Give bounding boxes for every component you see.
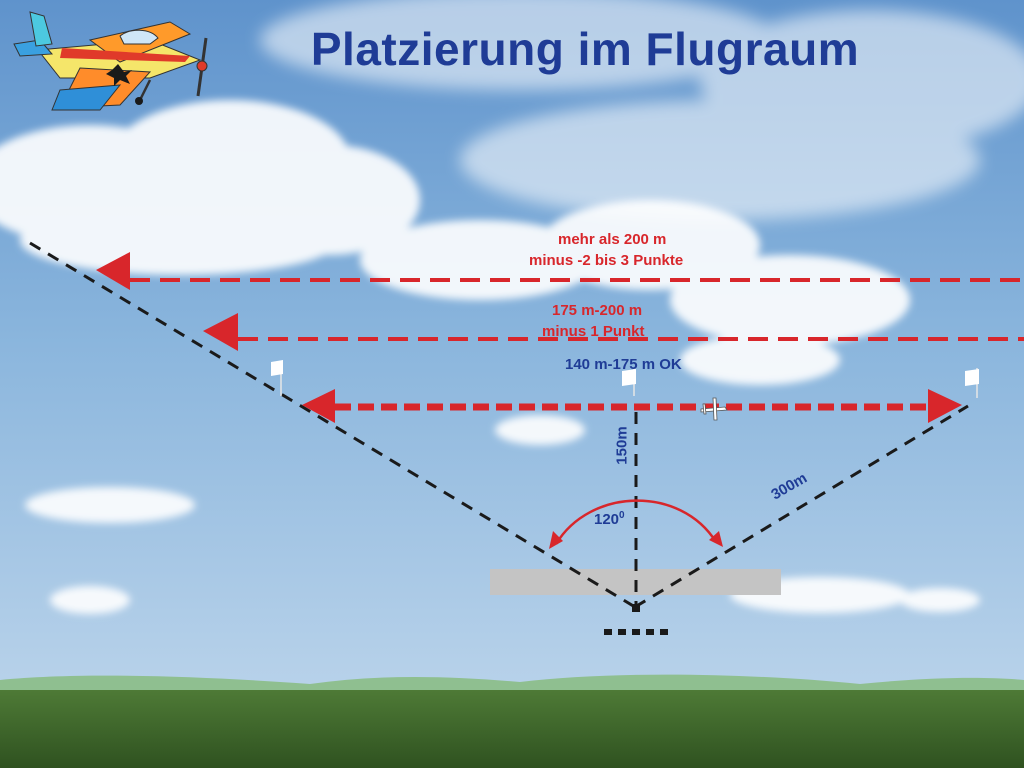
vertical-distance-label: 150m	[613, 426, 631, 465]
angle-label: 1200	[594, 510, 625, 528]
zone-far-label-line2: minus -2 bis 3 Punkte	[529, 252, 684, 269]
airplane-logo-icon	[13, 11, 208, 111]
zone-middle-arrow	[203, 313, 238, 351]
angle-unit: 0	[619, 510, 625, 521]
zone-ok-arrow-left	[302, 389, 335, 423]
zone-far-label-line1: mehr als 200 m	[558, 231, 667, 248]
zone-line-far	[96, 252, 1024, 290]
zone-far-arrow	[96, 252, 130, 290]
zone-ok-label: 140 m-175 m OK	[565, 356, 682, 373]
grass-field	[0, 690, 1024, 768]
angle-arc-arrow-left	[549, 531, 563, 549]
flag-icon	[622, 368, 636, 396]
angle-arc-arrow-right	[709, 531, 723, 547]
angle-value: 120	[594, 511, 620, 528]
right-sight-line	[634, 404, 969, 609]
flag-icon	[965, 368, 979, 398]
angle-arc	[554, 499, 718, 545]
zone-ok-arrow-right	[928, 389, 962, 423]
pilot-position-marker	[632, 604, 640, 612]
zone-line-middle	[203, 313, 1024, 351]
sight-lines	[29, 241, 969, 609]
zone-middle-label-line2: minus 1 Punkt	[542, 323, 645, 340]
distant-hills	[0, 674, 1024, 690]
slide-title: Platzierung im Flugraum	[310, 23, 860, 75]
zone-middle-label-line1: 175 m-200 m	[552, 302, 643, 319]
small-airplane-icon	[700, 397, 728, 421]
clouds	[0, 0, 1024, 614]
zone-line-ok	[302, 389, 962, 423]
left-sight-line	[29, 241, 636, 609]
flag-icon	[271, 360, 283, 396]
